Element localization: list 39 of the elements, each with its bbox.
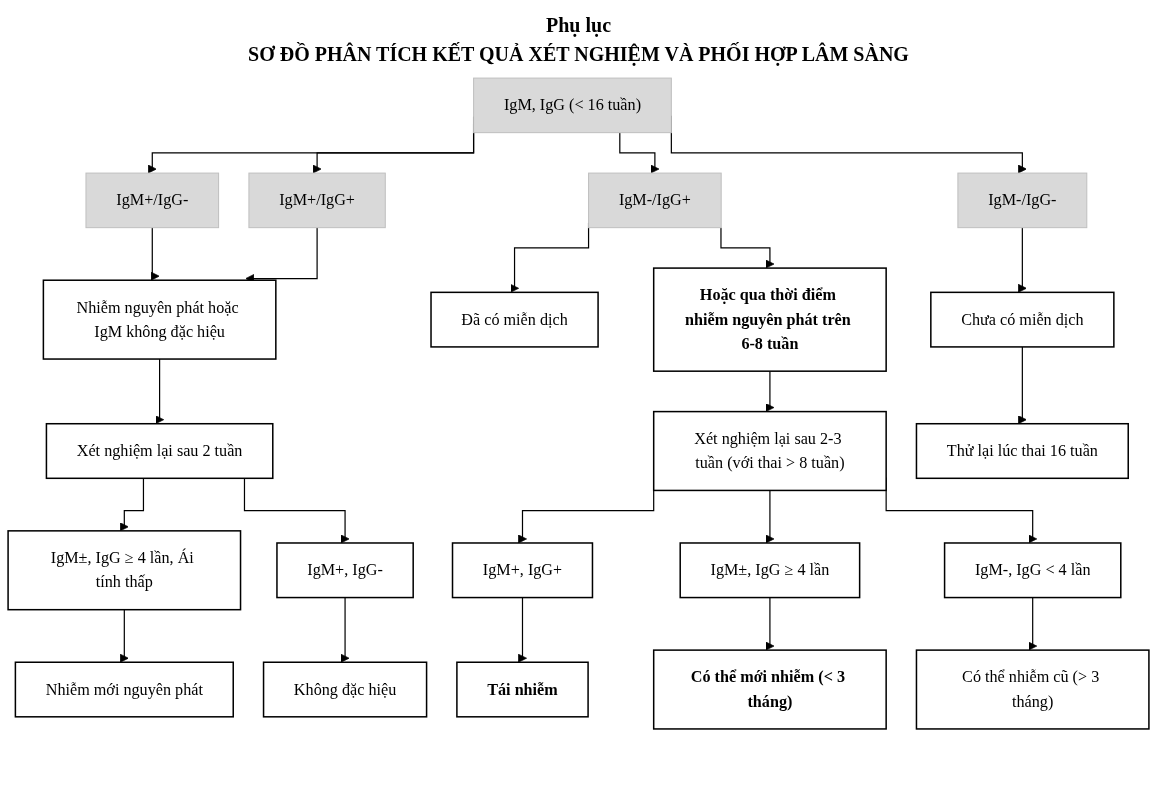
node-box: IgM+/IgG+ <box>248 172 386 229</box>
heading-label: Phụ lục <box>545 14 612 37</box>
arrow <box>619 132 660 174</box>
node-box: IgM-/IgG- <box>957 172 1088 229</box>
node-box: Nhiễm nguyên phát hoặc IgM không đặc hiệu <box>42 279 277 360</box>
node-box: IgM±, IgG ≥ 4 lần <box>679 542 861 599</box>
arrow <box>1028 596 1038 651</box>
arrow <box>155 358 165 425</box>
node-box: Có thể mới nhiễm (< 3 tháng) <box>652 649 887 730</box>
arrow <box>765 370 775 412</box>
node-box: IgM+, IgG+ <box>451 542 594 599</box>
diagram-title: SƠ ĐỒ PHÂN TÍCH KẾT QUẢ XÉT NGHIỆM VÀ PHỐI HỢP LÂM SÀNG <box>247 43 910 66</box>
node-box: Có thể nhiễm cũ (> 3 tháng) <box>915 649 1150 730</box>
node-box: Thử lại lúc thai 16 tuần <box>915 422 1129 480</box>
node-box: IgM-/IgG+ <box>588 172 722 229</box>
arrow <box>720 227 775 269</box>
arrow <box>150 227 160 281</box>
arrow <box>119 609 129 663</box>
arrow <box>1017 227 1027 293</box>
arrow <box>518 596 527 663</box>
arrow <box>119 477 145 532</box>
node-box: IgM-, IgG < 4 lần <box>943 542 1122 599</box>
node-box: Xét nghiệm lại sau 2 tuần <box>45 422 274 480</box>
node-box: Nhiễm mới nguyên phát <box>14 661 234 718</box>
arrow <box>243 477 350 544</box>
node-box: Xét nghiệm lại sau 2-3 tuần (với thai > 8 tuần) <box>652 410 887 492</box>
node-box: IgM±, IgG ≥ 4 lần, Ái tính thấp <box>7 530 242 611</box>
node-box: IgM+/IgG- <box>85 172 220 229</box>
arrow <box>765 596 775 651</box>
node-box: Chưa có miễn dịch <box>930 291 1115 348</box>
node-box: IgM, IgG (< 16 tuần) <box>473 77 672 134</box>
node-box: Đã có miễn dịch <box>430 291 599 348</box>
node-box: Không đặc hiệu <box>262 661 428 718</box>
arrow <box>1017 346 1027 425</box>
node-box: Hoặc qua thời điểm nhiễm nguyên phát trên 6-8 tuần <box>652 267 887 372</box>
node-box: Tái nhiễm <box>456 661 589 718</box>
node-box: IgM+, IgG- <box>276 542 414 599</box>
arrow <box>340 596 350 663</box>
arrow <box>765 489 775 544</box>
